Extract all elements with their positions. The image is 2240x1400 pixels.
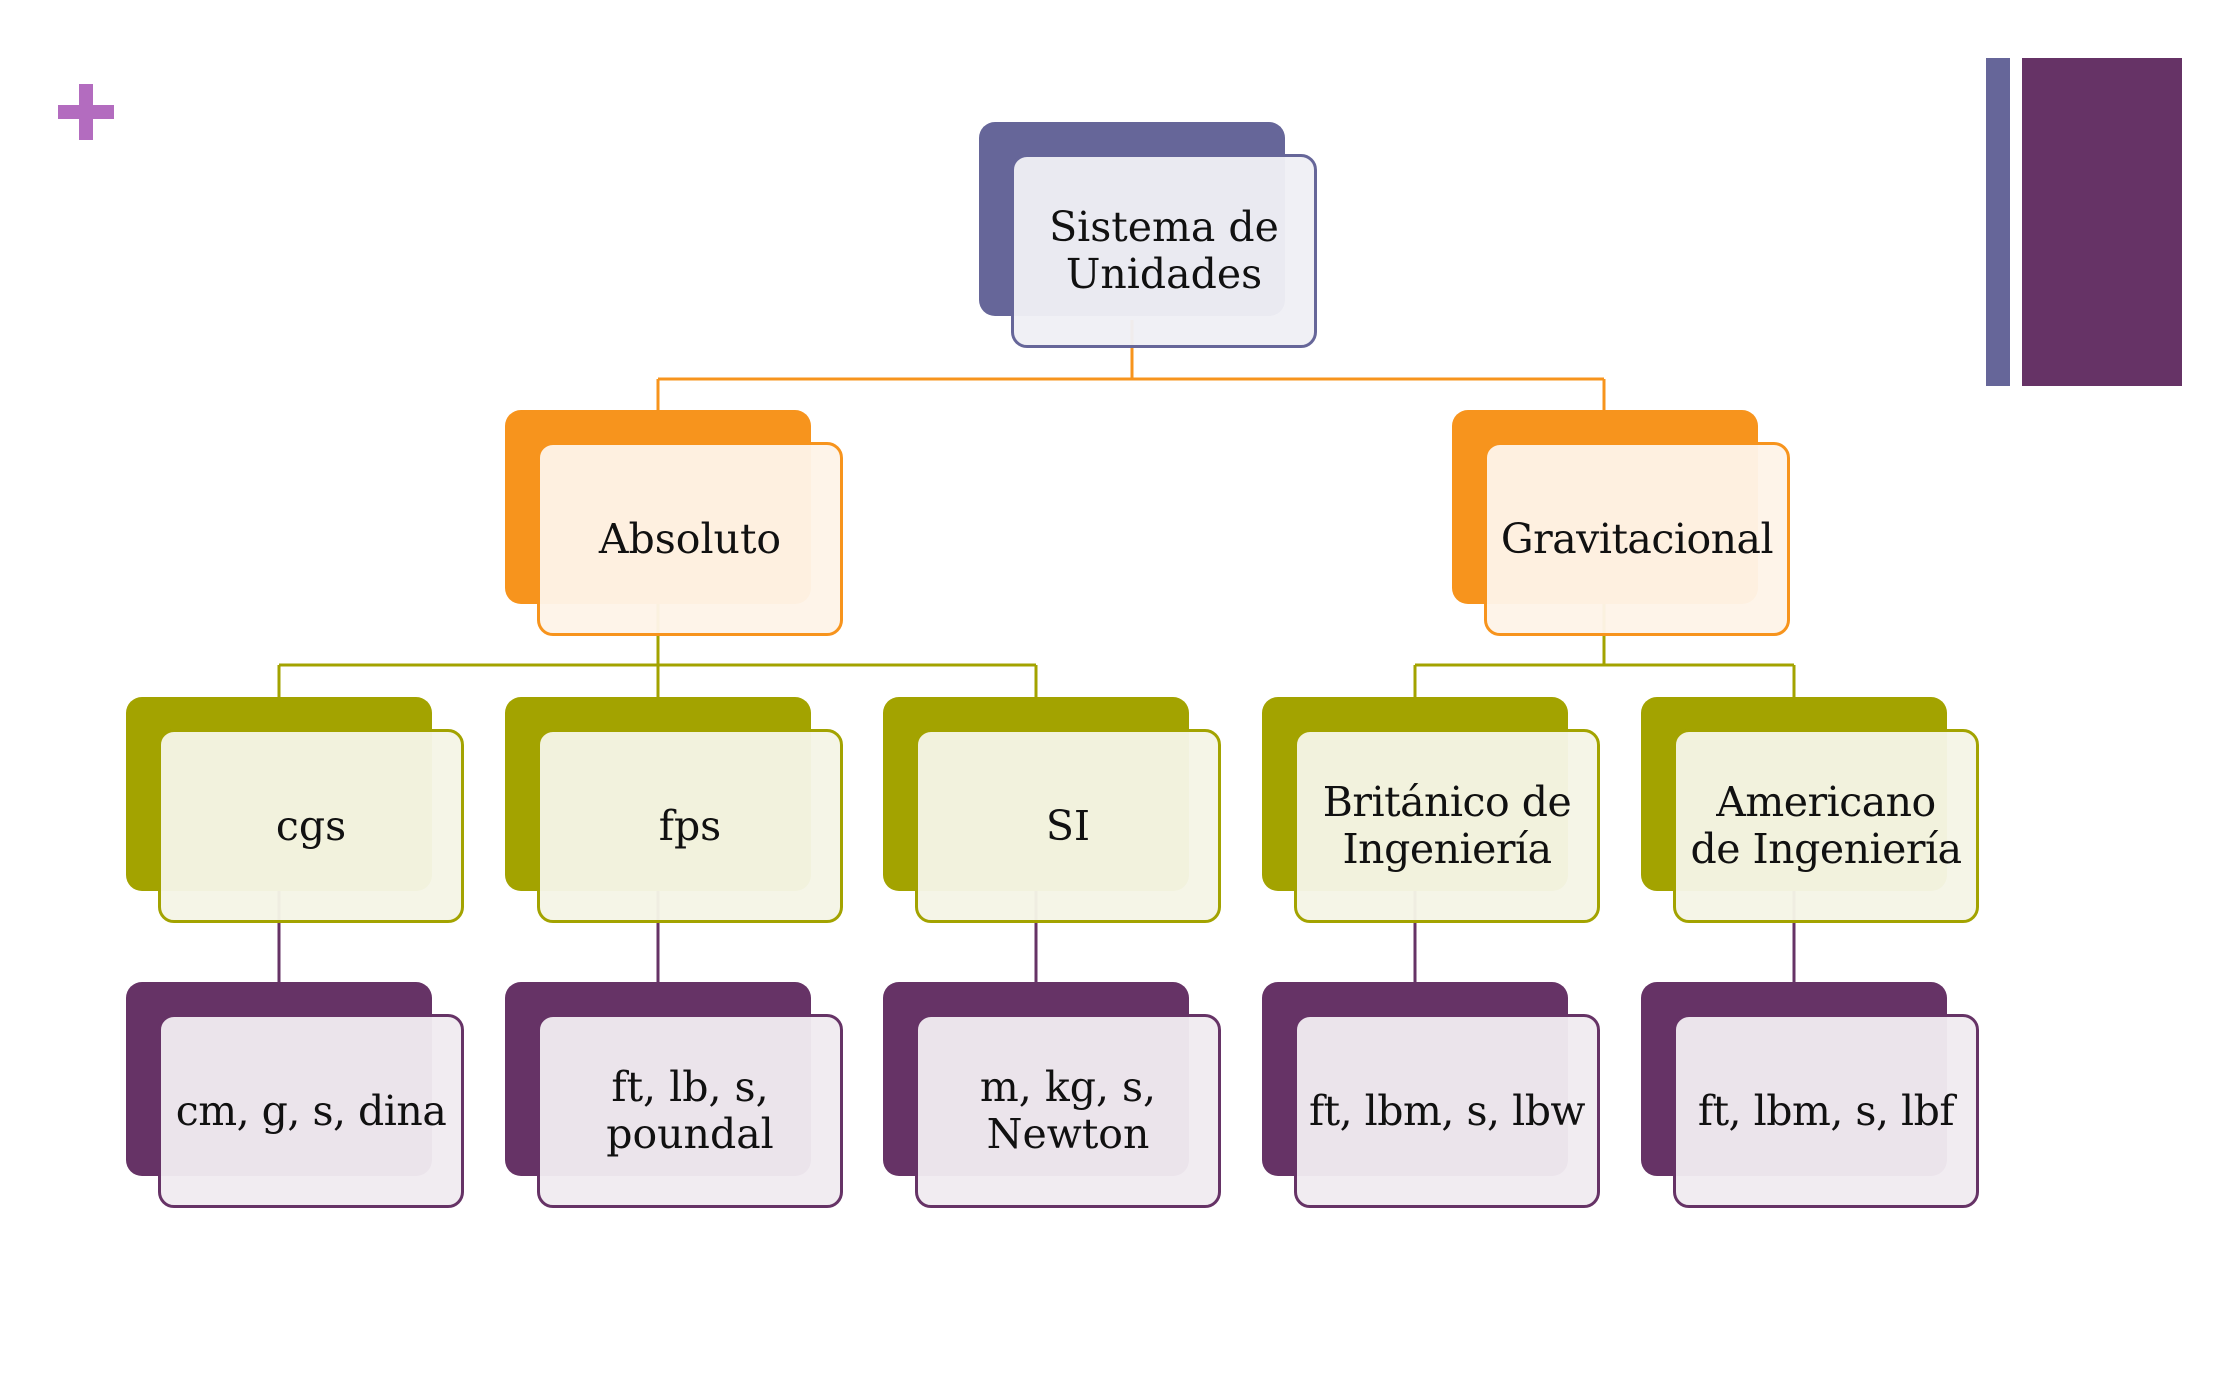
connector-root-to-level1 <box>656 320 1606 410</box>
node-label: ft, lbm, s, lbf <box>1697 1086 1955 1135</box>
decorative-bar-left <box>1986 58 2010 386</box>
node-label: Británico de Ingeniería <box>1322 778 1572 873</box>
node-label: ft, lb, s, poundal <box>606 1063 774 1158</box>
node-si-units: m, kg, s, Newton <box>883 982 1225 1212</box>
node-label: ft, lbm, s, lbw <box>1308 1086 1586 1135</box>
node-label: Absoluto <box>598 514 782 563</box>
node-label: Sistema de Unidades <box>1049 203 1279 298</box>
node-absoluto: Absoluto <box>505 410 847 640</box>
node-britanico-units: ft, lbm, s, lbw <box>1262 982 1604 1212</box>
node-americano-de-ingenieria: Americano de Ingeniería <box>1641 697 1983 927</box>
node-label: m, kg, s, Newton <box>979 1063 1157 1158</box>
node-si: SI <box>883 697 1225 927</box>
node-label: SI <box>1045 801 1091 850</box>
node-fps-units: ft, lb, s, poundal <box>505 982 847 1212</box>
node-fps: fps <box>505 697 847 927</box>
node-cgs: cgs <box>126 697 468 927</box>
connector-level2-to-level3 <box>277 891 1796 982</box>
node-americano-units: ft, lbm, s, lbf <box>1641 982 1983 1212</box>
plus-icon <box>58 84 114 140</box>
node-label: fps <box>658 801 722 850</box>
node-label: cm, g, s, dina <box>175 1086 447 1135</box>
node-sistema-de-unidades: Sistema de Unidades <box>979 122 1321 352</box>
node-label: Gravitacional <box>1500 514 1774 563</box>
node-label: cgs <box>275 801 347 850</box>
node-label: Americano de Ingeniería <box>1690 778 1962 873</box>
node-britanico-de-ingenieria: Británico de Ingeniería <box>1262 697 1604 927</box>
node-cgs-units: cm, g, s, dina <box>126 982 468 1212</box>
node-gravitacional: Gravitacional <box>1452 410 1794 640</box>
decorative-bar-right <box>2022 58 2182 386</box>
